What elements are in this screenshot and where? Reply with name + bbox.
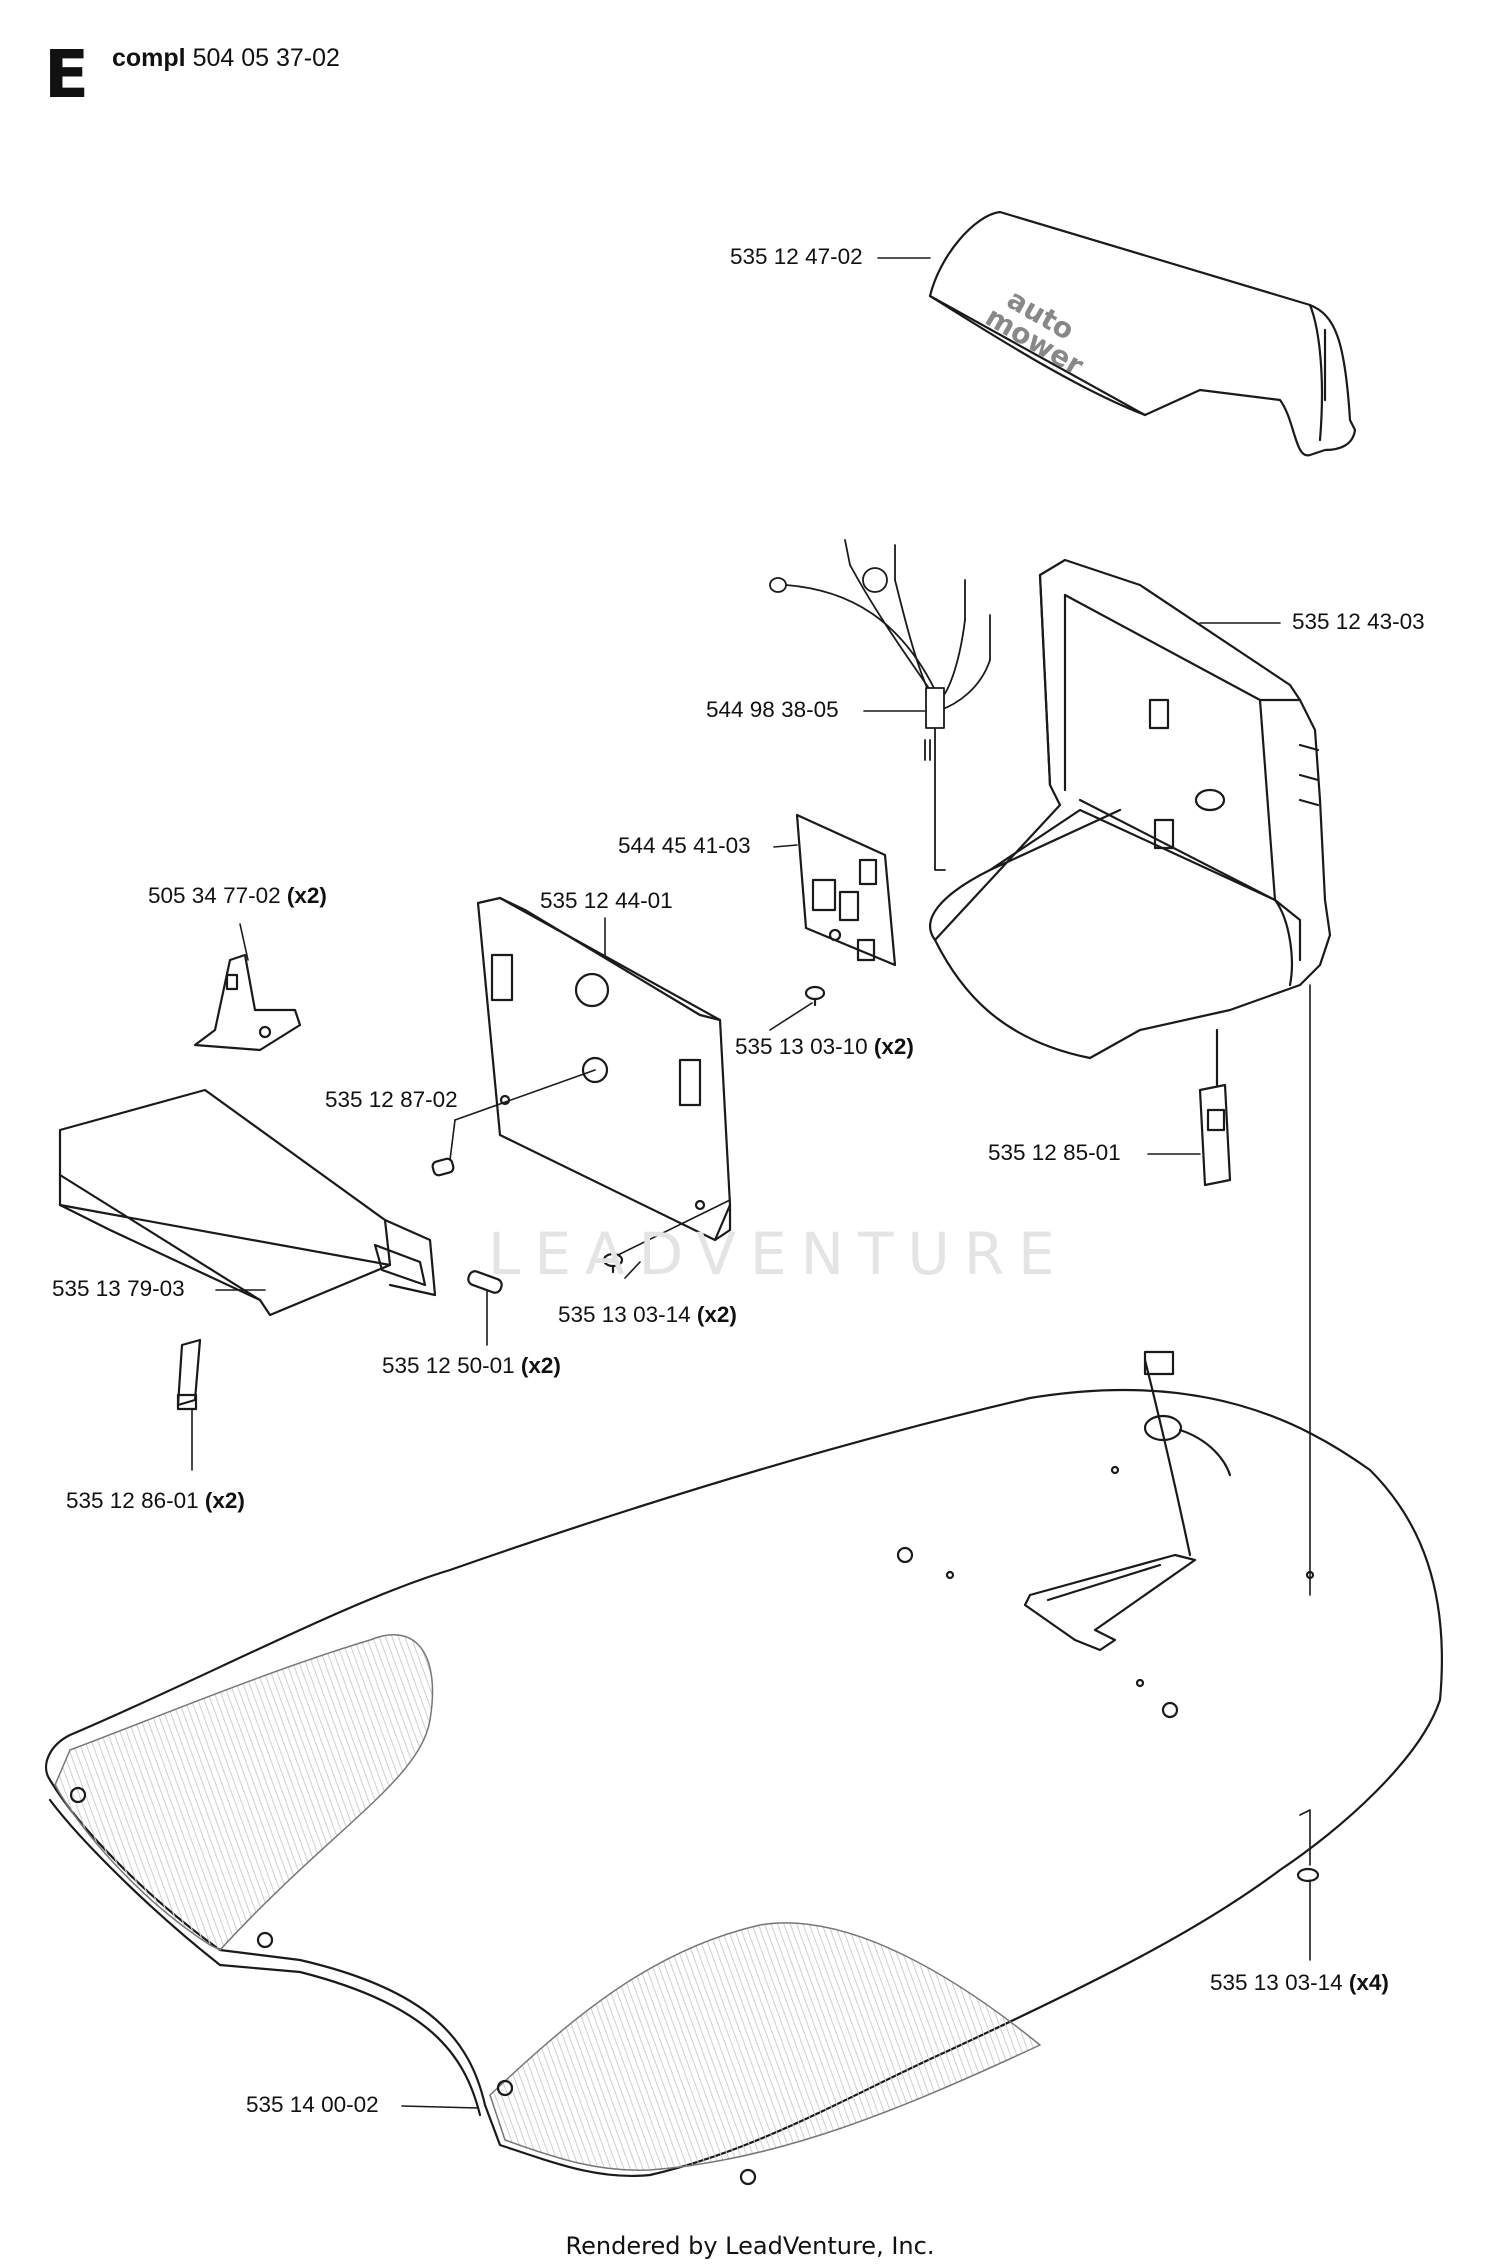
callout-535-12-44-01[interactable]: 535 12 44-01 — [540, 888, 673, 913]
pin-long — [467, 1270, 503, 1294]
leader-lines — [191, 257, 1311, 2109]
floor-plate — [44, 1350, 1444, 2186]
callout-535-12-85-01[interactable]: 535 12 85-01 — [988, 1140, 1121, 1165]
callout-535-13-79-03[interactable]: 535 13 79-03 — [52, 1276, 185, 1301]
pin-small — [431, 1157, 455, 1177]
callout-544-45-41-03[interactable]: 544 45 41-03 — [618, 833, 751, 858]
callout-535-14-00-02[interactable]: 535 14 00-02 — [246, 2092, 379, 2117]
callout-535-12-47-02[interactable]: 535 12 47-02 — [730, 244, 863, 269]
connector — [1198, 1028, 1232, 1187]
callout-544-98-38-05[interactable]: 544 98 38-05 — [706, 697, 839, 722]
assembly-prefix: compl — [112, 44, 186, 72]
assembly-number-value: 504 05 37-02 — [192, 44, 340, 72]
bracket — [193, 953, 302, 1052]
wire-harness — [769, 539, 991, 871]
callout-535-12-86-01[interactable]: 535 12 86-01 (x2) — [66, 1488, 245, 1513]
clip — [176, 1338, 202, 1411]
callout-505-34-77-02[interactable]: 505 34 77-02 (x2) — [148, 883, 327, 908]
callout-535-12-87-02[interactable]: 535 12 87-02 — [325, 1087, 458, 1112]
callout-535-13-03-14-x4[interactable]: 535 13 03-14 (x4) — [1210, 1970, 1389, 1995]
circuit-board — [795, 813, 897, 967]
section-letter: E — [44, 36, 90, 113]
top-cover: auto mower — [928, 210, 1357, 457]
charging-station-body — [929, 558, 1332, 1060]
assembly-number: compl 504 05 37-02 — [112, 44, 340, 73]
screw-13-03-10 — [804, 985, 826, 1007]
mounting-plate — [476, 896, 732, 1242]
watermark: LEADVENTURE — [488, 1220, 1069, 1288]
callout-535-13-03-14-x2[interactable]: 535 13 03-14 (x2) — [558, 1302, 737, 1327]
callout-535-12-43-03[interactable]: 535 12 43-03 — [1292, 609, 1425, 634]
callout-535-12-50-01[interactable]: 535 12 50-01 (x2) — [382, 1353, 561, 1378]
callout-535-13-03-10[interactable]: 535 13 03-10 (x2) — [735, 1034, 914, 1059]
ramp-cover — [58, 1088, 437, 1317]
footer-credit: Rendered by LeadVenture, Inc. — [565, 2232, 935, 2260]
screw-13-03-14 — [602, 1252, 624, 1274]
